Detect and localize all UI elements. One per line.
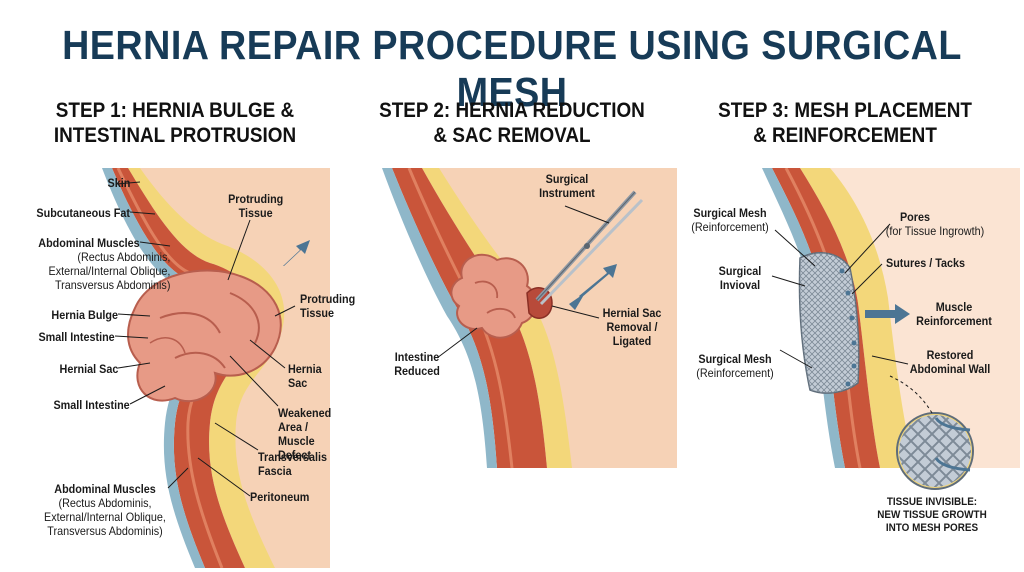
label-pores: Pores (899, 210, 931, 224)
label-subcutaneous-fat: Subcutaneous Fat (36, 206, 130, 220)
step-2-title: STEP 2: HERNIA REDUCTION & SAC REMOVAL (379, 99, 645, 147)
label-abdominal-muscles-bottom-detail: (Rectus Abdominis, External/Internal Obl… (44, 496, 166, 538)
label-surgical-mesh-1: Surgical Mesh (693, 206, 767, 220)
label-peritoneum: Peritoneum (250, 490, 310, 504)
label-hernial-sac-removal: Hernial Sac Removal / Ligated (602, 306, 662, 348)
page-title: HERNIA REPAIR PROCEDURE USING SURGICAL M… (62, 22, 962, 115)
step-1-title: STEP 1: HERNIA BULGE & INTESTINAL PROTRU… (53, 99, 297, 147)
label-hernia-sac: Hernia Sac (288, 362, 322, 390)
label-abdominal-muscles-top: Abdominal Muscles (38, 236, 140, 250)
step-2-panel: Surgical Instrument Hernial Sac Removal … (347, 168, 677, 568)
label-hernia-bulge: Hernia Bulge (51, 308, 118, 322)
label-sutures-tacks: Sutures / Tacks (886, 256, 966, 270)
label-skin: Skin (107, 176, 130, 190)
label-surgical-mesh-1-detail: (Reinforcement) (691, 220, 769, 234)
label-muscle-reinforcement: Muscle Reinforcement (916, 300, 992, 328)
label-surgical-mesh-2-detail: (Reinforcement) (696, 366, 774, 380)
label-protruding-tissue-2: Protruding Tissue (300, 292, 356, 320)
label-transversalis-fascia: Transversalis Fascia (258, 450, 328, 478)
label-small-intestine-2: Small Intestine (53, 398, 130, 412)
label-surgical-invioval: Surgical Invioval (718, 264, 762, 292)
label-surgical-instrument: Surgical Instrument (539, 172, 595, 200)
label-abdominal-muscles-bottom: Abdominal Muscles (54, 482, 156, 496)
step-3-illustration (750, 168, 1020, 490)
label-intestine-reduced: Intestine Reduced (394, 350, 440, 378)
label-pores-detail: (for Tissue Ingrowth) (885, 224, 985, 238)
step-2-illustration (382, 168, 677, 469)
label-small-intestine-1: Small Intestine (38, 330, 115, 344)
step-3-title: STEP 3: MESH PLACEMENT & REINFORCEMENT (718, 99, 972, 147)
label-hernial-sac: Hernial Sac (59, 362, 118, 376)
label-surgical-mesh-2: Surgical Mesh (698, 352, 772, 366)
step-1-illustration (102, 168, 330, 568)
label-weakened-area: Weakened Area / Muscle Defect (278, 406, 332, 462)
label-tissue-note: TISSUE INVISIBLE: NEW TISSUE GROWTH INTO… (877, 496, 987, 534)
label-protruding-tissue-1: Protruding Tissue (228, 192, 284, 220)
label-restored-abdominal-wall: Restored Abdominal Wall (909, 348, 991, 376)
label-abdominal-muscles-top-detail: (Rectus Abdominis, External/Internal Obl… (48, 250, 170, 292)
step-1-panel: Skin Subcutaneous Fat Abdominal Muscles … (0, 168, 355, 568)
step-3-panel: Surgical Mesh (Reinforcement) Surgical I… (680, 168, 1020, 568)
